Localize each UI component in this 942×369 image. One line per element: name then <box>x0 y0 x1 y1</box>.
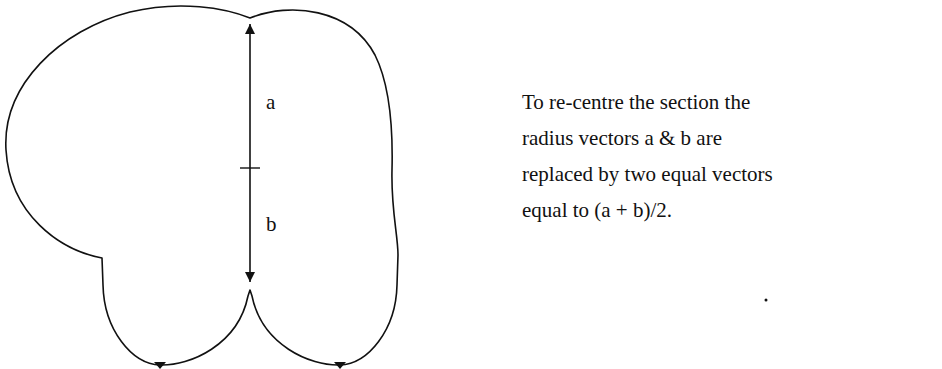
lobe-marker <box>334 362 346 369</box>
lobe-marker <box>154 362 166 369</box>
radius-line <box>249 24 251 282</box>
centre-tick <box>240 167 260 168</box>
stray-dot <box>765 299 768 302</box>
dimension-label: a <box>266 90 275 115</box>
dimension-label: b <box>266 212 277 237</box>
note-text: To re-centre the section the radius vect… <box>522 84 784 228</box>
section-outline <box>6 6 398 365</box>
